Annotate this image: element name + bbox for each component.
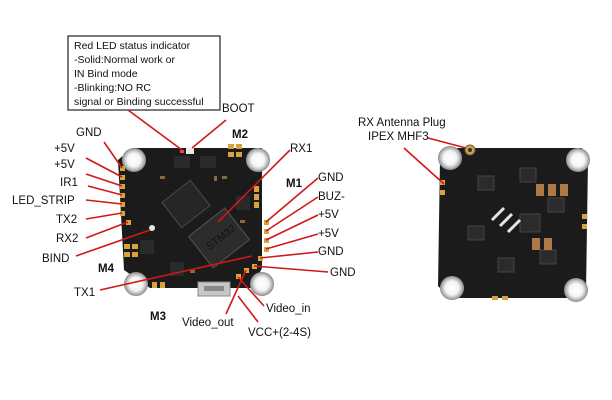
callout-line-1: Red LED status indicator bbox=[74, 40, 191, 52]
motor-pads-m2 bbox=[228, 144, 242, 157]
leader-lines bbox=[75, 109, 467, 323]
label-5v-right-1: +5V bbox=[318, 209, 339, 221]
mount-hole-b-top-right bbox=[566, 148, 590, 172]
mount-hole-b-bottom-right bbox=[564, 278, 588, 302]
motor-pads-m4 bbox=[124, 244, 138, 257]
bind-button bbox=[149, 225, 155, 231]
label-rx1: RX1 bbox=[290, 143, 312, 155]
label-ipex-mhf3: IPEX MHF3 bbox=[368, 131, 429, 143]
label-vcc: VCC+(2-4S) bbox=[248, 327, 311, 339]
callout-line-4: -Blinking:NO RC bbox=[74, 82, 151, 94]
capacitors bbox=[532, 184, 568, 250]
status-led bbox=[180, 150, 184, 153]
callout-line-5: signal or Binding successful bbox=[74, 96, 204, 108]
mount-hole-b-top-left bbox=[438, 146, 462, 170]
label-bind: BIND bbox=[42, 253, 69, 265]
esc-fet-m4 bbox=[140, 240, 154, 254]
motor-pads-m1 bbox=[254, 186, 259, 208]
label-m2: M2 bbox=[232, 129, 248, 141]
label-boot: BOOT bbox=[222, 103, 255, 115]
label-tx1: TX1 bbox=[74, 287, 95, 299]
label-video-in: Video_in bbox=[266, 303, 311, 315]
fc-board-top: STM32 bbox=[118, 144, 274, 297]
gyro-chip bbox=[161, 179, 211, 229]
label-m4: M4 bbox=[98, 263, 115, 275]
label-video-out: Video_out bbox=[182, 317, 234, 329]
mount-hole-top-left bbox=[122, 148, 146, 172]
label-gnd-right-2: GND bbox=[318, 246, 344, 258]
callout-line-2: -Solid:Normal work or bbox=[74, 54, 175, 66]
label-m3: M3 bbox=[150, 311, 166, 323]
label-5v-left-2: +5V bbox=[54, 159, 75, 171]
label-buz: BUZ- bbox=[318, 191, 345, 203]
label-m1: M1 bbox=[286, 178, 303, 190]
mount-hole-b-bottom-left bbox=[440, 276, 464, 300]
mount-hole-bottom-right bbox=[250, 272, 274, 296]
led-status-callout: Red LED status indicator -Solid:Normal w… bbox=[67, 35, 221, 111]
motor-pads-m3 bbox=[152, 282, 165, 288]
label-rx2: RX2 bbox=[56, 233, 78, 245]
fc-board-bottom bbox=[438, 144, 590, 302]
label-led-strip: LED_STRIP bbox=[12, 195, 75, 207]
esc-fet-m2b bbox=[200, 156, 216, 168]
mount-hole-bottom-left bbox=[124, 272, 148, 296]
label-gnd-left: GND bbox=[76, 127, 102, 139]
label-ir1: IR1 bbox=[60, 177, 78, 189]
mount-hole-top-right bbox=[246, 148, 270, 172]
mcu-chip bbox=[187, 207, 251, 269]
callout-line-3: IN Bind mode bbox=[74, 68, 138, 80]
esc-fet-m2 bbox=[174, 156, 190, 168]
label-tx2: TX2 bbox=[56, 214, 77, 226]
label-5v-left-1: +5V bbox=[54, 143, 75, 155]
left-edge-pads bbox=[120, 166, 131, 225]
label-5v-right-2: +5V bbox=[318, 228, 339, 240]
label-gnd-right-3: GND bbox=[330, 267, 356, 279]
boot-button bbox=[186, 148, 194, 154]
label-rx-antenna-plug: RX Antenna Plug bbox=[358, 117, 446, 129]
label-gnd-right-1: GND bbox=[318, 172, 344, 184]
